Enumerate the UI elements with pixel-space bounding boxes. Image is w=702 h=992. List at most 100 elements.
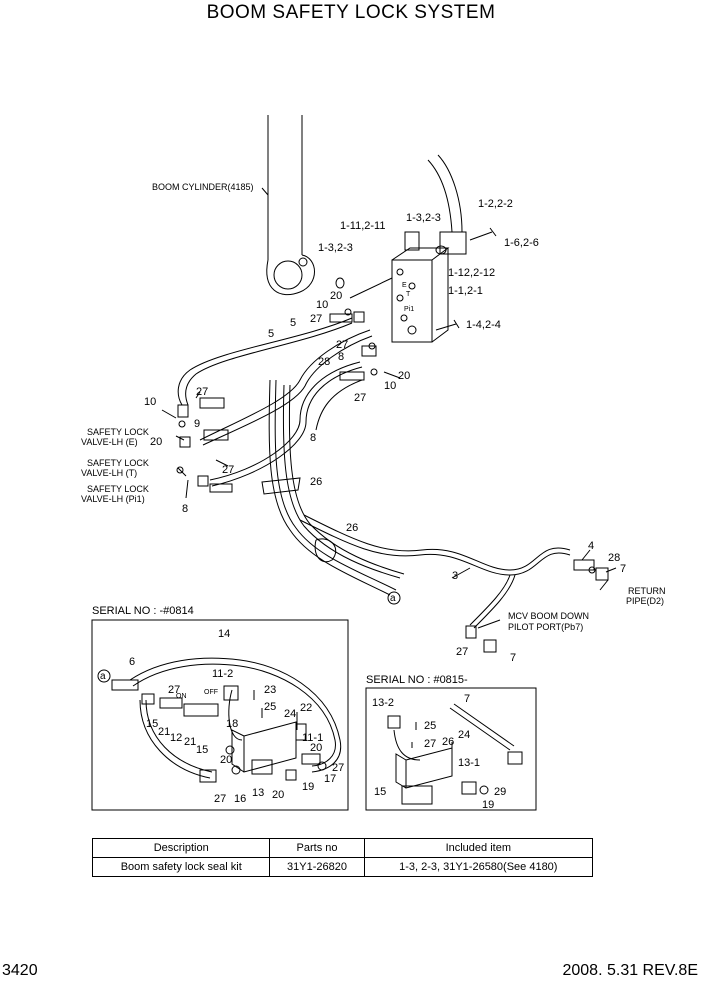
revision-date: 2008. 5.31 REV.8E	[562, 962, 698, 979]
note-mcv-2: PILOT PORT(Pb7)	[508, 622, 583, 632]
callout: 24	[458, 729, 470, 741]
callout: 29	[494, 786, 506, 798]
leaders-main	[161, 371, 617, 629]
callout: 1-4,2-4	[466, 319, 501, 331]
callout: 18	[226, 718, 238, 730]
note-mcv-1: MCV BOOM DOWN	[508, 611, 589, 621]
callout: 1-3,2-3	[318, 242, 353, 254]
callout: 19	[482, 799, 494, 811]
callout: 5	[290, 317, 296, 329]
callout: 19	[302, 781, 314, 793]
label-on: ON	[176, 693, 187, 700]
callout: 10	[316, 299, 328, 311]
note-sl-t-1: SAFETY LOCK	[87, 458, 149, 468]
note-return-1: RETURN	[628, 586, 666, 596]
callout: 27	[168, 684, 180, 696]
callout: 28	[608, 552, 620, 564]
cell-included-item: 1-3, 2-3, 31Y1-26580(See 4180)	[363, 857, 594, 877]
callout: 1-1,2-1	[448, 285, 483, 297]
callout: 7	[620, 563, 626, 575]
callout: 20	[310, 742, 322, 754]
serial-late: SERIAL NO : #0815-	[366, 674, 468, 686]
cell-parts-no: 31Y1-26820	[269, 857, 365, 877]
note-sl-t-2: VALVE-LH (T)	[81, 468, 137, 478]
serial-early: SERIAL NO : -#0814	[92, 605, 194, 617]
callout: 22	[300, 702, 312, 714]
callout: 20	[272, 789, 284, 801]
clamp-26b	[314, 538, 337, 563]
callout: 20	[330, 290, 342, 302]
callout: 28	[318, 356, 330, 368]
callout: 20	[220, 754, 232, 766]
callout: 26	[442, 736, 454, 748]
callout: 27	[222, 464, 234, 476]
bolt-1-4	[435, 319, 460, 331]
table-header-row: Description Parts no Included item	[91, 838, 594, 858]
ref-label-a1: a	[390, 593, 396, 604]
callout: 3	[452, 570, 458, 582]
callout: 7	[510, 652, 516, 664]
callout: 23	[264, 684, 276, 696]
port-pi1: Pi1	[404, 306, 414, 313]
callout: 1-11,2-11	[340, 220, 385, 232]
callout: 20	[150, 436, 162, 448]
callout: 15	[196, 744, 208, 756]
callout: 27	[456, 646, 468, 658]
callout: 27	[424, 738, 436, 750]
fittings	[176, 308, 609, 653]
ref-circle-a2	[97, 669, 111, 683]
o-ring-top	[435, 245, 447, 255]
callout: 25	[264, 701, 276, 713]
callout: 8	[338, 351, 344, 363]
ref-label-a2: a	[100, 671, 106, 682]
callout: 11-1	[302, 732, 323, 744]
o-ring-left	[335, 277, 345, 289]
callout: 4	[588, 540, 594, 552]
callout: 27	[354, 392, 366, 404]
callout: 7	[464, 693, 470, 705]
callout: 25	[424, 720, 436, 732]
callout: 8	[310, 432, 316, 444]
callout: 13-1	[458, 757, 480, 769]
callout: 27	[332, 762, 344, 774]
callout: 13	[252, 787, 264, 799]
callout: 26	[310, 476, 322, 488]
callout: 26	[346, 522, 358, 534]
clamp-26a	[261, 477, 301, 495]
callout: 11-2	[212, 668, 233, 680]
hose-8	[209, 361, 363, 487]
callout: 16	[234, 793, 246, 805]
note-sl-e-2: VALVE-LH (E)	[81, 437, 138, 447]
header-parts-no: Parts no	[269, 838, 365, 858]
pipe-bundle-3	[268, 379, 571, 629]
callout: 17	[324, 773, 336, 785]
callout: 9	[194, 418, 200, 430]
callout: 1-12,2-12	[448, 267, 495, 279]
callout: 27	[214, 793, 226, 805]
hose-9	[199, 329, 373, 446]
callout: 10	[384, 380, 396, 392]
inset-box-early	[91, 619, 349, 811]
callout: 15	[374, 786, 386, 798]
callout: 14	[218, 628, 230, 640]
callout: 10	[144, 396, 156, 408]
callout: 1-6,2-6	[504, 237, 539, 249]
note-boom-cylinder: BOOM CYLINDER(4185)	[152, 182, 254, 192]
callout: 15	[146, 718, 158, 730]
page-title: BOOM SAFETY LOCK SYSTEM	[206, 2, 496, 23]
note-sl-e-1: SAFETY LOCK	[87, 427, 149, 437]
hose-5	[177, 317, 353, 406]
callout: 27	[336, 339, 348, 351]
inset-early-parts	[111, 657, 342, 783]
note-return-2: PIPE(D2)	[626, 596, 664, 606]
callout: 21	[158, 726, 170, 738]
inset-late-parts	[387, 703, 523, 805]
safety-lock-valve	[391, 231, 467, 343]
port-t: T	[406, 291, 411, 298]
label-off: OFF	[204, 689, 218, 696]
port-e: E	[402, 282, 407, 289]
note-sl-pi-2: VALVE-LH (Pi1)	[81, 494, 145, 504]
top-pipe	[427, 154, 463, 233]
bolt-1-6	[469, 227, 497, 241]
